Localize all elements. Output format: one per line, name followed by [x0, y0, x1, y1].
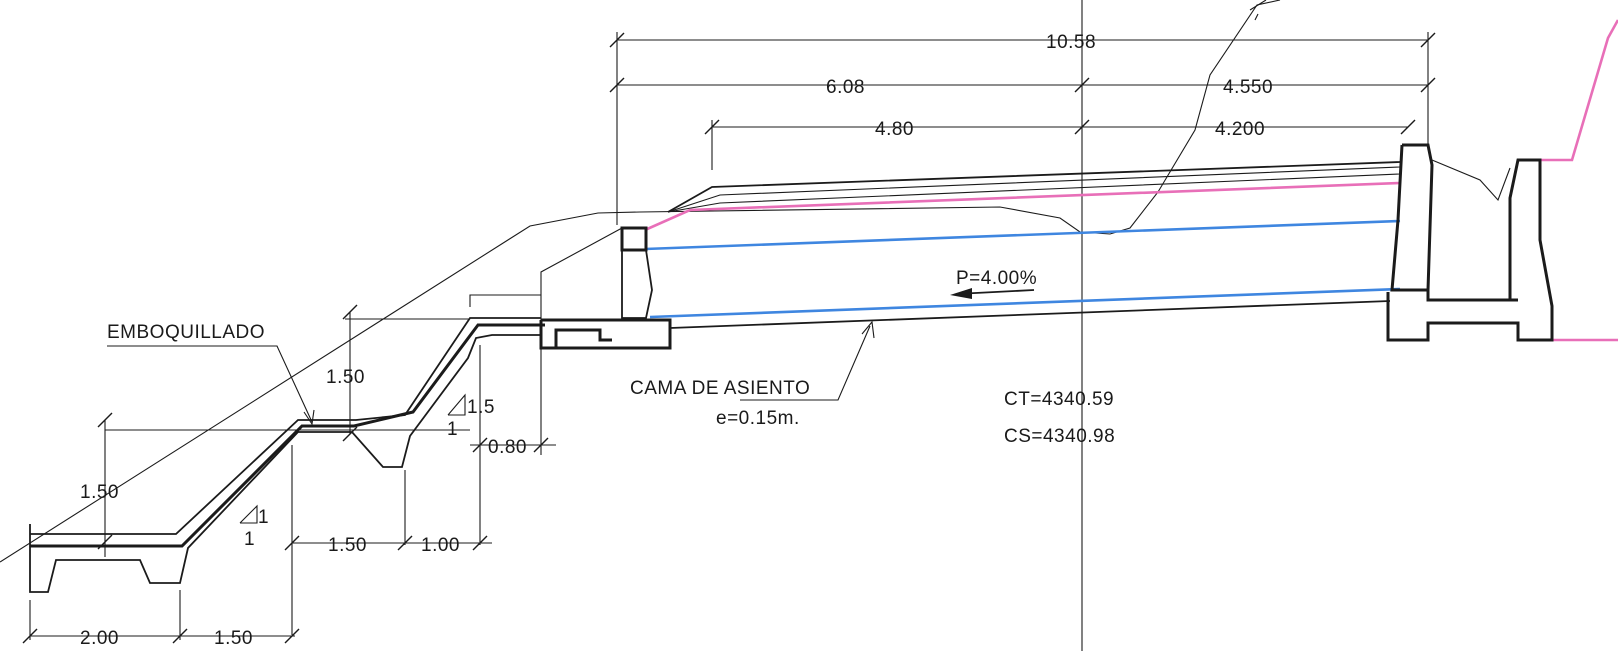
label-bed-thickness: e=0.15m.: [716, 408, 800, 429]
slope-lower-rise: 1: [258, 507, 269, 528]
dim-bottom-step-width: 1.50: [214, 628, 253, 649]
slope-upper-run: 1: [447, 419, 458, 440]
gradient-arrowhead: [950, 288, 972, 299]
dim-upper-left-span: 6.08: [826, 77, 865, 98]
label-gradient: P=4.00%: [956, 268, 1037, 289]
blue-line-upper: [644, 219, 1401, 251]
bottom-dimensions: [22, 437, 556, 644]
leader-emboquillado: [107, 345, 313, 423]
dim-bottom-base-width: 2.00: [80, 628, 119, 649]
dim-overall-span: 10.58: [1046, 32, 1096, 53]
left-headwall: [539, 226, 672, 350]
top-dimensions: [609, 32, 1436, 225]
slope-triangle-lower: [239, 504, 258, 524]
dim-upper-right-span: 4.550: [1223, 77, 1273, 98]
dim-lower-left-span: 4.80: [875, 119, 914, 140]
dim-upper-step-height: 1.50: [326, 367, 365, 388]
slope-lower-run: 1: [244, 529, 255, 550]
dim-lower-step-height: 1.50: [80, 482, 119, 503]
label-ct-elevation: CT=4340.59: [1004, 389, 1114, 410]
dim-upper-offset: 0.80: [488, 437, 527, 458]
dim-lower-right-span: 4.200: [1215, 119, 1265, 140]
leader-cama-de-asiento: [740, 325, 871, 401]
right-headwall: [1386, 143, 1554, 342]
culvert-invert: [669, 300, 1391, 329]
pink-right-line: [1537, 19, 1618, 162]
label-cs-elevation: CS=4340.98: [1004, 426, 1115, 447]
dim-middle-step-width: 1.50: [328, 535, 367, 556]
slope-triangle-upper: [447, 393, 466, 416]
label-emboquillado: EMBOQUILLADO: [107, 322, 265, 343]
natural-ground-line: [0, 0, 1281, 563]
pink-line: [644, 181, 1401, 232]
dim-middle-slope-width: 1.00: [421, 535, 460, 556]
label-cama-de-asiento: CAMA DE ASIENTO: [630, 378, 810, 399]
step-dimension-lines: [29, 304, 542, 640]
road-surface-layers: [667, 161, 1401, 213]
blue-line-lower: [649, 287, 1401, 319]
stepped-channel: [29, 294, 545, 593]
slope-upper-rise: 1.5: [467, 397, 495, 418]
